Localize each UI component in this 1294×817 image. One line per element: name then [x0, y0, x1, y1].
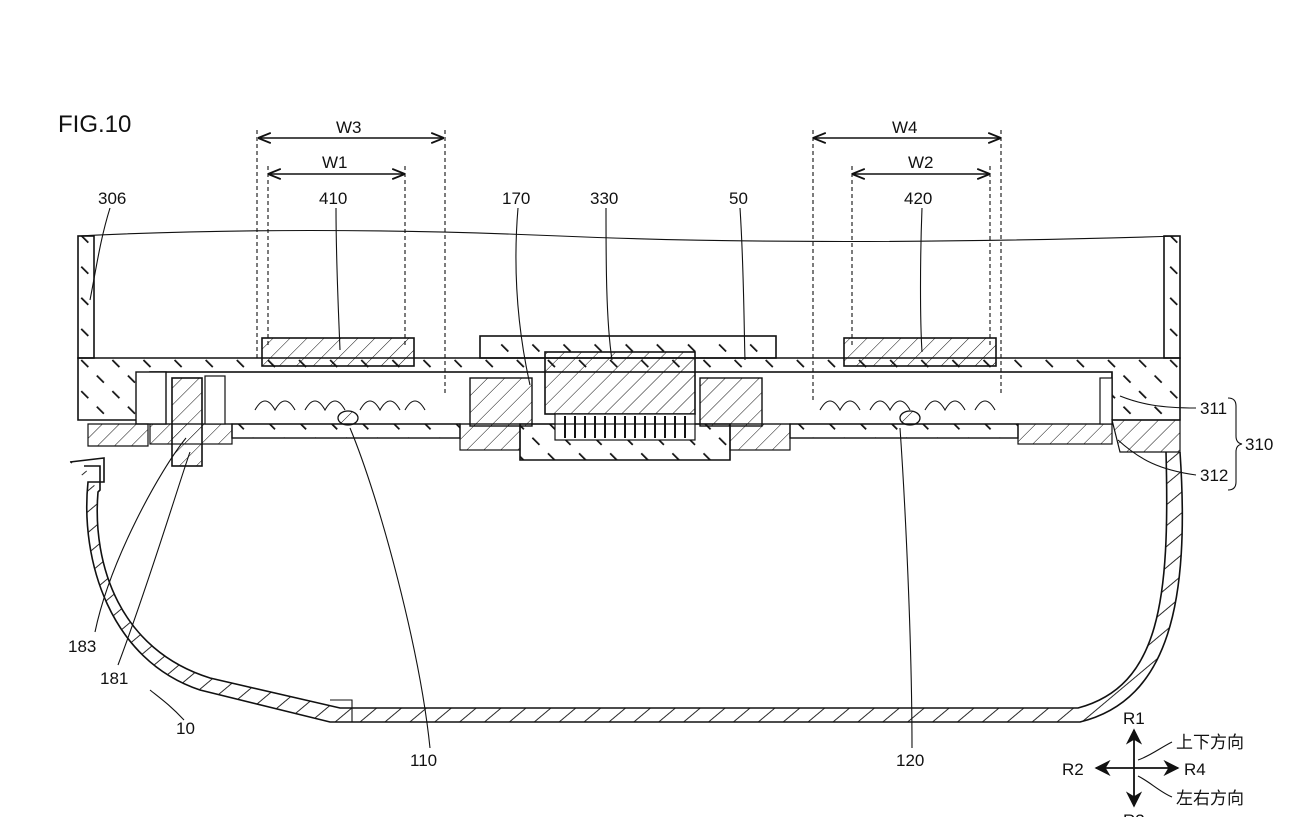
figure-title: FIG.10	[58, 111, 131, 138]
direction-r4: R4	[1184, 760, 1206, 779]
w3-label: W3	[336, 118, 362, 137]
plate-420	[843, 337, 997, 367]
direction-r3: R3	[1123, 811, 1145, 817]
label-306: 306	[98, 189, 126, 208]
label-410: 410	[319, 189, 347, 208]
fin-block	[519, 413, 731, 461]
plate-410	[261, 337, 415, 367]
label-10: 10	[176, 719, 195, 738]
label-312: 312	[1200, 466, 1228, 485]
label-311: 311	[1200, 399, 1227, 418]
direction-vertical: 上下方向	[1176, 733, 1244, 753]
label-170: 170	[502, 189, 530, 208]
direction-r1: R1	[1123, 709, 1145, 728]
label-120: 120	[896, 751, 924, 770]
width-dimensions	[256, 130, 1002, 400]
label-330: 330	[590, 189, 618, 208]
w1-label: W1	[322, 153, 348, 172]
label-420: 420	[904, 189, 932, 208]
w4-label: W4	[892, 118, 918, 137]
direction-r2: R2	[1062, 760, 1084, 779]
leader-lines	[89, 207, 1197, 749]
component-330	[469, 335, 777, 427]
shell-10	[69, 451, 1184, 723]
connector-181	[87, 371, 226, 467]
spring-contacts	[254, 400, 996, 426]
label-181: 181	[100, 669, 128, 688]
label-310: 310	[1245, 435, 1273, 454]
label-110: 110	[410, 751, 437, 770]
brace-310	[1227, 397, 1243, 491]
direction-indicator	[1094, 728, 1180, 808]
direction-horizontal: 左右方向	[1176, 789, 1244, 809]
w2-label: W2	[908, 153, 934, 172]
label-183: 183	[68, 637, 96, 656]
label-50: 50	[729, 189, 748, 208]
